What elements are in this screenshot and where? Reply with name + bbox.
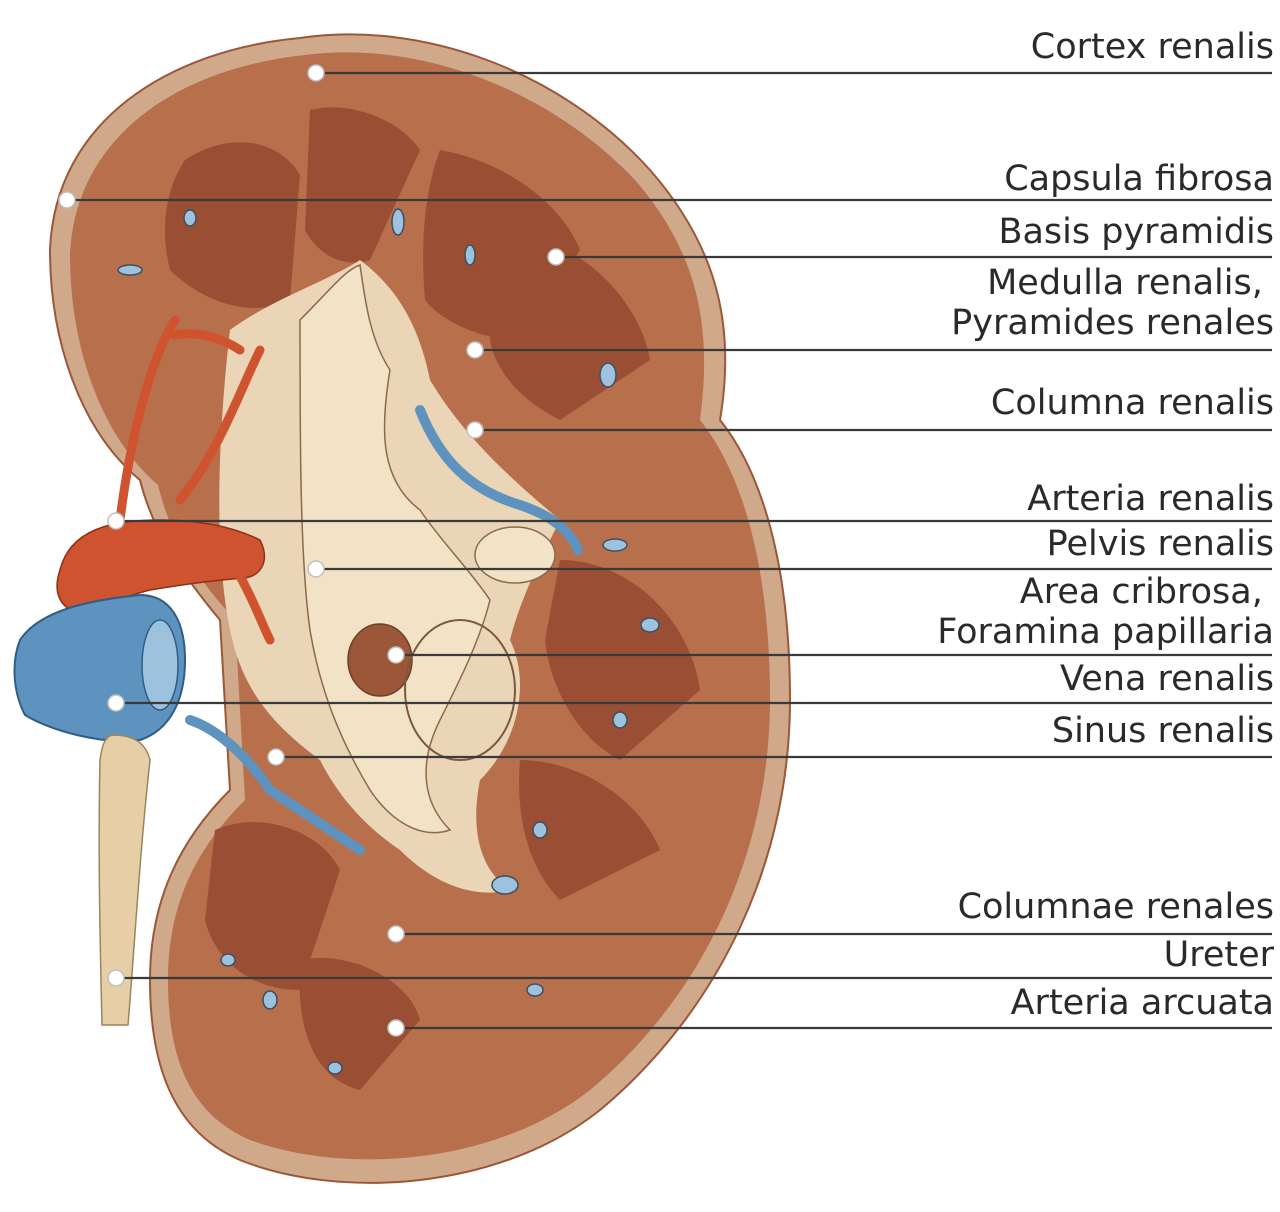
pyramid-6 — [519, 760, 660, 900]
pyramid-8 — [299, 958, 420, 1090]
vein-branch-1 — [415, 405, 583, 555]
pin-capsula-fibrosa — [58, 191, 76, 209]
pin-arteria-arcuata — [387, 1019, 405, 1037]
renal-vein — [13, 593, 187, 742]
calyx-upper — [474, 526, 556, 584]
vessel-dot — [602, 538, 628, 552]
label-capsula-fibrosa: Capsula fibrosa — [1004, 159, 1274, 199]
pin-area-cribrosa — [387, 646, 405, 664]
calyx-outline — [404, 619, 516, 761]
label-pelvis-renalis: Pelvis renalis — [1047, 524, 1274, 564]
vessel-dot — [599, 362, 617, 388]
pyramid-1 — [165, 142, 300, 309]
pin-columna-renalis — [466, 421, 484, 439]
label-ureter: Ureter — [1164, 935, 1275, 975]
pin-medulla-renalis — [466, 341, 484, 359]
pin-vena-renalis — [107, 694, 125, 712]
pin-cortex-renalis — [307, 64, 325, 82]
pin-ureter — [107, 969, 125, 987]
vessel-dot — [327, 1061, 343, 1075]
label-arteria-arcuata: Arteria arcuata — [1011, 983, 1274, 1023]
vessel-dot — [532, 821, 548, 839]
vessel-dot — [117, 264, 143, 276]
vessel-dot — [391, 208, 405, 236]
vessel-dots — [117, 208, 660, 1075]
vessel-dot — [491, 875, 519, 895]
artery-branch-1 — [115, 315, 180, 525]
renal-pelvis-shape — [299, 264, 491, 834]
vessel-dot — [220, 953, 236, 967]
renal-vein-lumen — [141, 619, 179, 711]
artery-branch-3 — [225, 555, 275, 645]
pin-sinus-renalis — [267, 748, 285, 766]
pyramid-2 — [305, 107, 420, 263]
pyramid-7 — [205, 822, 340, 990]
vessel-dot — [640, 617, 660, 633]
vein-branch-2 — [185, 715, 365, 855]
vessel-dot — [464, 244, 476, 266]
label-vena-renalis: Vena renalis — [1060, 659, 1274, 699]
label-sinus-renalis: Sinus renalis — [1052, 711, 1274, 751]
pyramid-5 — [545, 560, 700, 760]
vessel-dot — [183, 209, 197, 227]
label-columnae-renales: Columnae renales — [958, 887, 1274, 927]
label-arteria-renalis: Arteria renalis — [1027, 479, 1274, 519]
pin-arteria-renalis — [107, 512, 125, 530]
label-medulla-renalis: Medulla renalis, Pyramides renales — [951, 263, 1274, 343]
artery-branch-4 — [170, 329, 245, 355]
pin-columnae-renales — [387, 925, 405, 943]
label-leaders — [58, 64, 1272, 1037]
label-basis-pyramidis: Basis pyramidis — [998, 212, 1274, 252]
label-cortex-renalis: Cortex renalis — [1031, 27, 1274, 67]
vessel-dot — [526, 983, 544, 997]
ureter-tube — [98, 734, 151, 1026]
pin-basis-pyramidis — [547, 248, 565, 266]
papilla-area-cribrosa — [347, 623, 413, 697]
vessel-dot — [612, 711, 628, 729]
labels: Cortex renalis Capsula fibrosa Basis pyr… — [937, 27, 1274, 1023]
pin-pelvis-renalis — [307, 560, 325, 578]
vessel-dot — [262, 990, 278, 1010]
label-columna-renalis: Columna renalis — [991, 383, 1274, 423]
label-area-cribrosa: Area cribrosa, Foramina papillaria — [937, 572, 1274, 652]
artery-branch-2 — [175, 345, 265, 505]
